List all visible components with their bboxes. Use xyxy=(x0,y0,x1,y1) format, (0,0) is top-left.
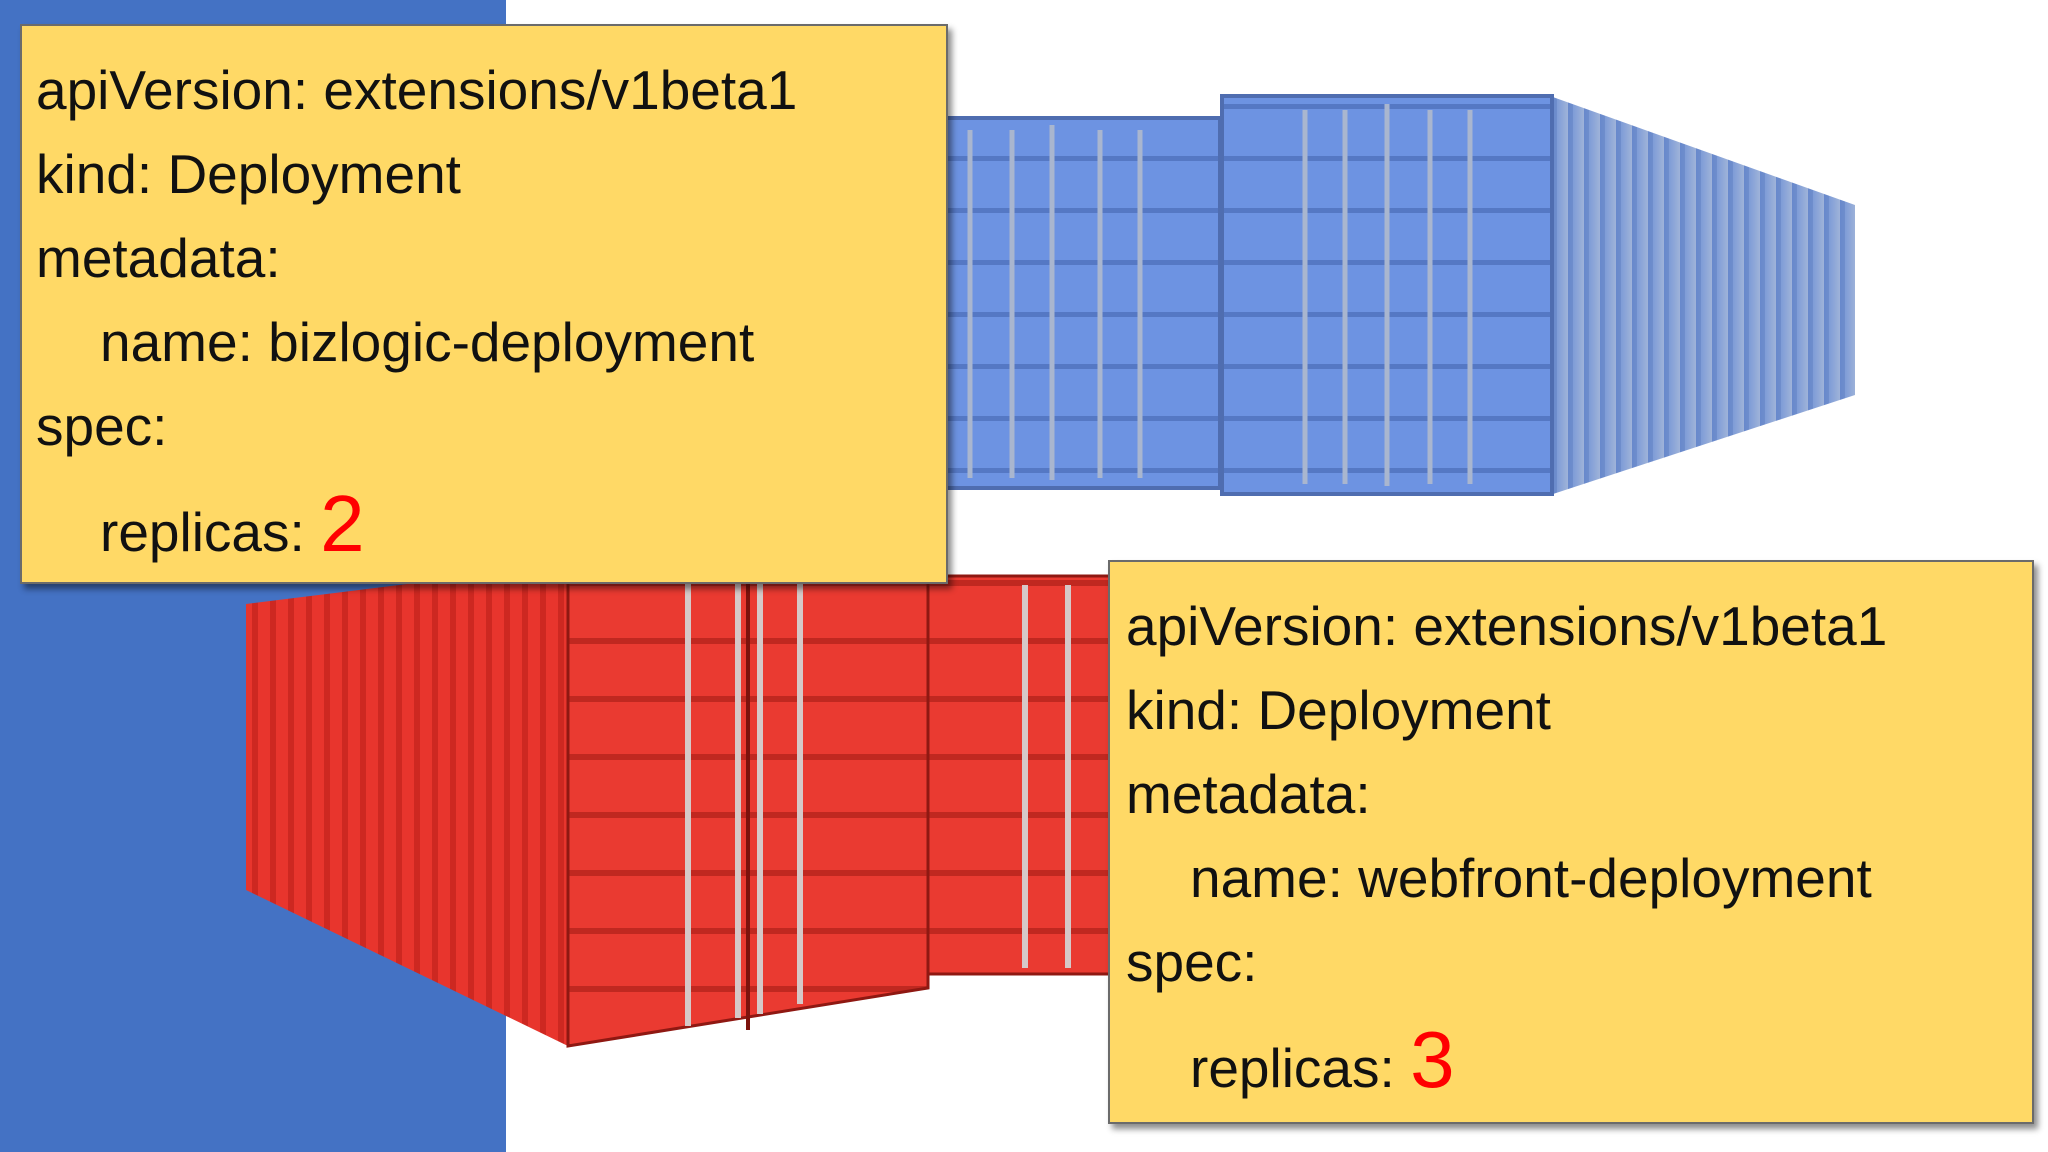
replicas-label: replicas: xyxy=(1190,1037,1395,1099)
spec-line: spec: xyxy=(36,395,168,457)
kind-line: kind: Deployment xyxy=(1126,679,1551,741)
spec-line: spec: xyxy=(1126,931,1258,993)
bizlogic-deployment-yaml: apiVersion: extensions/v1beta1 kind: Dep… xyxy=(20,24,948,584)
blue-containers-image xyxy=(882,94,1855,496)
api-version-line: apiVersion: extensions/v1beta1 xyxy=(36,59,798,121)
replicas-value: 3 xyxy=(1410,1015,1455,1104)
replicas-value: 2 xyxy=(320,479,365,568)
webfront-deployment-yaml: apiVersion: extensions/v1beta1 kind: Dep… xyxy=(1108,560,2034,1124)
metadata-line: metadata: xyxy=(1126,763,1371,825)
api-version-line: apiVersion: extensions/v1beta1 xyxy=(1126,595,1888,657)
replicas-line: replicas: 3 xyxy=(1126,1004,2032,1116)
replicas-line: replicas: 2 xyxy=(36,468,946,580)
red-containers-image xyxy=(246,562,1120,1048)
metadata-line: metadata: xyxy=(36,227,281,289)
kind-line: kind: Deployment xyxy=(36,143,461,205)
replicas-label: replicas: xyxy=(100,501,305,563)
name-line: name: bizlogic-deployment xyxy=(100,311,755,373)
name-line: name: webfront-deployment xyxy=(1190,847,1872,909)
